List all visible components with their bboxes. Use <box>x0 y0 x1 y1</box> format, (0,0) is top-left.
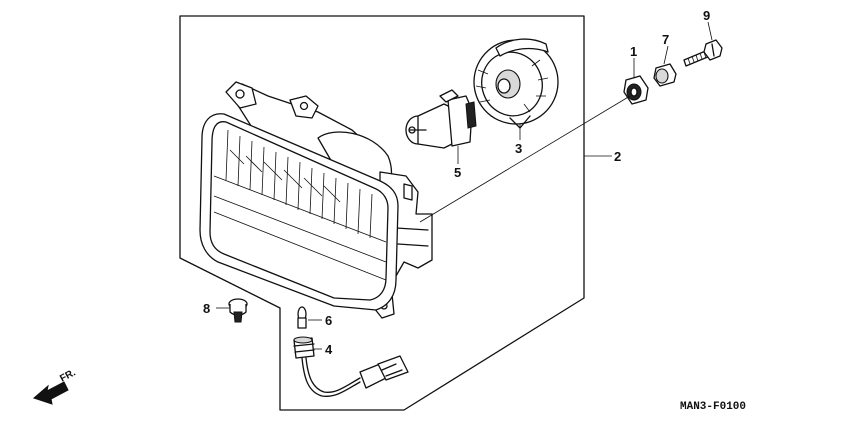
assembly-boundary <box>179 15 585 411</box>
collar <box>653 63 677 87</box>
position-bulb <box>297 306 307 329</box>
screw <box>228 298 248 323</box>
leader-lines <box>216 21 713 350</box>
bulb-socket-harness <box>293 336 409 397</box>
part-label-7: 7 <box>662 32 669 47</box>
headlight-unit <box>199 81 433 319</box>
rubber-grommet <box>623 75 649 105</box>
part-label-2: 2 <box>614 149 621 164</box>
part-label-9: 9 <box>703 8 710 23</box>
part-label-6: 6 <box>325 313 332 328</box>
part-label-8: 8 <box>203 301 210 316</box>
bolt <box>683 39 723 67</box>
part-label-4: 4 <box>325 342 333 357</box>
front-direction-arrow-icon <box>33 381 69 405</box>
dust-cover <box>473 38 559 129</box>
halogen-bulb <box>405 89 477 149</box>
part-label-5: 5 <box>454 165 461 180</box>
front-direction-label: FR. <box>58 367 78 384</box>
part-label-1: 1 <box>630 44 637 59</box>
diagram-code: MAN3-F0100 <box>680 401 746 413</box>
part-label-3: 3 <box>515 141 522 156</box>
